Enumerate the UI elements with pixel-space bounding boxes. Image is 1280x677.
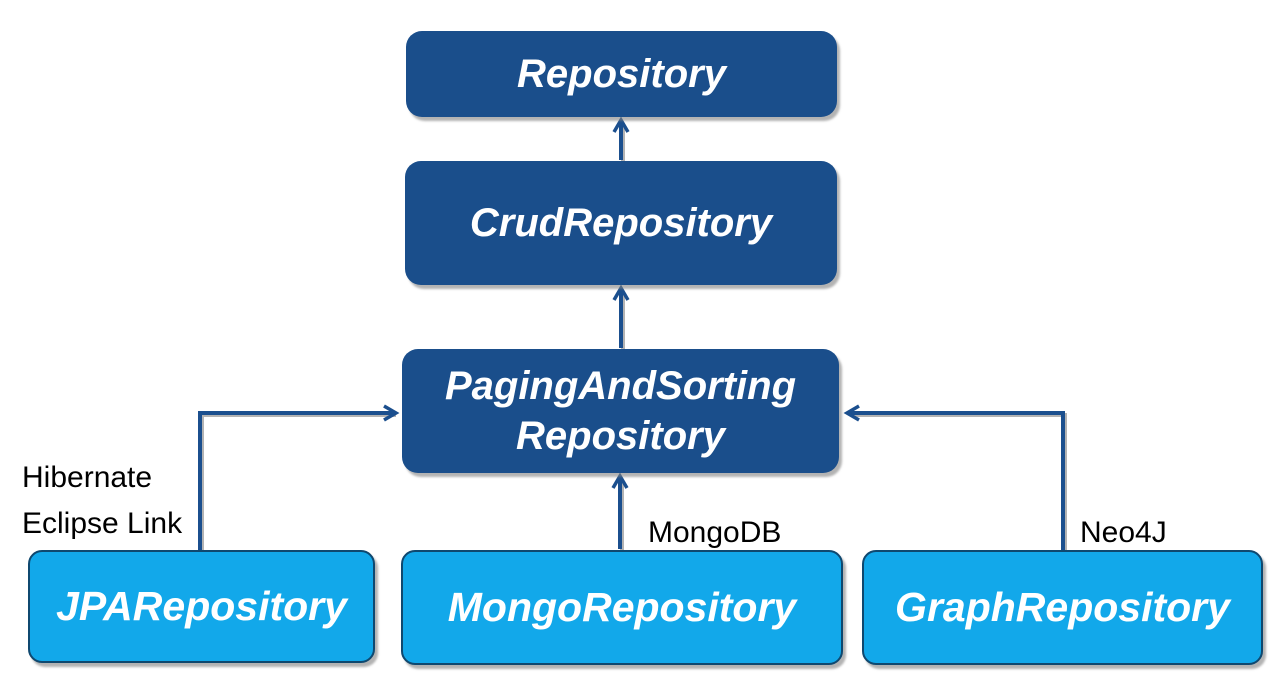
node-repository-label: Repository bbox=[517, 51, 726, 96]
edge-crud-to-repository bbox=[612, 116, 630, 160]
node-jpa-repository-label: JPARepository bbox=[56, 583, 347, 629]
edge-mongo-to-paging bbox=[611, 472, 629, 549]
edge-label-mongodb: MongoDB bbox=[648, 516, 782, 549]
node-jpa-repository: JPARepository bbox=[28, 550, 375, 663]
edge-graph-to-paging bbox=[843, 404, 1065, 551]
edge-label-hibernate: Hibernate bbox=[22, 461, 153, 494]
node-mongo-repository: MongoRepository bbox=[401, 550, 843, 665]
edge-label-eclipse-link: Eclipse Link bbox=[22, 507, 183, 540]
node-graph-repository: GraphRepository bbox=[862, 550, 1263, 665]
edge-label-neo4j: Neo4J bbox=[1080, 516, 1167, 549]
node-paging-label-line1: PagingAndSorting bbox=[444, 364, 797, 408]
node-paging-and-sorting-repository: PagingAndSorting Repository bbox=[402, 349, 839, 473]
node-mongo-repository-label: MongoRepository bbox=[447, 584, 797, 630]
node-paging-label-line2: Repository bbox=[516, 414, 725, 458]
node-crud-repository-label: CrudRepository bbox=[469, 200, 773, 245]
node-crud-repository: CrudRepository bbox=[405, 161, 837, 285]
edge-paging-to-crud bbox=[612, 284, 630, 348]
edge-jpa-to-paging bbox=[198, 404, 400, 551]
node-graph-repository-label: GraphRepository bbox=[895, 584, 1230, 630]
node-repository: Repository bbox=[406, 31, 837, 117]
